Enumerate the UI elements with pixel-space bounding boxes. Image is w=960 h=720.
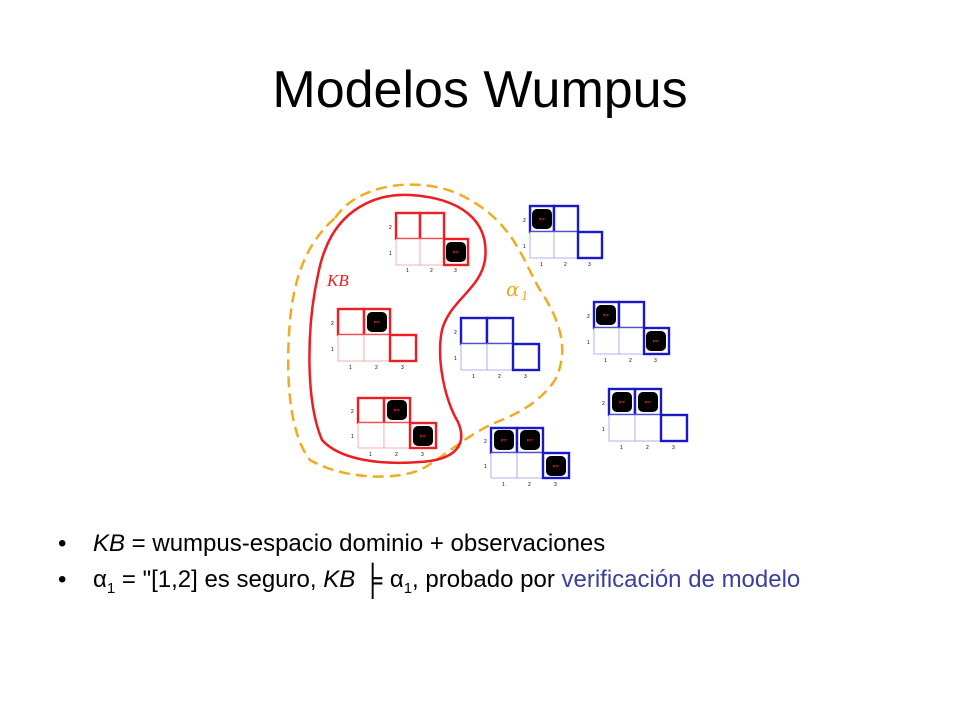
bullet-dot: • — [58, 530, 67, 557]
svg-text:1: 1 — [389, 251, 392, 257]
kb-model-2: 2 1 1 2 3 — [331, 307, 418, 371]
svg-text:1: 1 — [484, 464, 487, 470]
svg-text:2: 2 — [351, 409, 354, 415]
svg-text:3: 3 — [524, 374, 527, 380]
svg-text:1: 1 — [331, 347, 334, 353]
pit-icon — [446, 242, 466, 262]
outside-model-2: 2 1 1 2 3 — [587, 300, 671, 364]
svg-text:3: 3 — [554, 482, 557, 488]
alpha1-model: 2 1 1 2 3 — [454, 316, 541, 380]
alpha1-model-2: 2 1 1 2 3 — [484, 426, 571, 488]
svg-text:2: 2 — [528, 482, 531, 488]
svg-text:1: 1 — [523, 244, 526, 250]
pit-icon — [520, 430, 540, 450]
svg-text:3: 3 — [672, 445, 675, 451]
pit-icon — [387, 400, 407, 420]
svg-text:α: α — [506, 277, 520, 301]
svg-text:2: 2 — [646, 445, 649, 451]
pit-icon — [612, 392, 632, 412]
bullet-kb-definition: • KB = wumpus-espacio dominio + observac… — [58, 530, 606, 557]
pit-icon — [494, 430, 514, 450]
svg-text:2: 2 — [395, 452, 398, 458]
pit-icon — [638, 392, 658, 412]
svg-text:2: 2 — [602, 401, 605, 407]
pit-icon — [532, 209, 552, 229]
svg-text:2: 2 — [454, 330, 457, 336]
svg-text:2: 2 — [564, 262, 567, 268]
svg-text:2: 2 — [629, 358, 632, 364]
svg-text:2: 2 — [484, 439, 487, 445]
pit-icon — [546, 456, 566, 476]
svg-text:1: 1 — [540, 262, 543, 268]
bullet-dot: • — [58, 566, 67, 593]
svg-text:3: 3 — [654, 358, 657, 364]
svg-text:1: 1 — [406, 268, 409, 274]
outside-model-3: 2 1 1 2 3 — [602, 387, 689, 451]
outside-model-1: 2 1 1 2 3 — [523, 204, 604, 268]
kb-model-3: 2 1 1 2 3 — [351, 396, 438, 458]
svg-text:3: 3 — [454, 268, 457, 274]
svg-text:2: 2 — [375, 365, 378, 371]
pit-icon — [367, 312, 387, 332]
svg-text:3: 3 — [588, 262, 591, 268]
alpha1-label: α 1 — [506, 277, 529, 303]
svg-text:2: 2 — [331, 321, 334, 327]
model-checking-link[interactable]: verificación de modelo — [561, 566, 801, 593]
bullet-alpha-entailment: • α1 = "[1,2] es seguro, KB ╞ α1, probad… — [58, 564, 801, 597]
svg-text:2: 2 — [389, 225, 392, 231]
pit-icon — [596, 305, 616, 325]
svg-text:1: 1 — [454, 356, 457, 362]
svg-text:1: 1 — [472, 374, 475, 380]
pit-icon — [413, 426, 433, 446]
kb-boundary — [308, 193, 487, 465]
svg-text:1: 1 — [351, 434, 354, 440]
svg-text:1: 1 — [587, 340, 590, 346]
svg-text:1: 1 — [369, 452, 372, 458]
svg-text:1: 1 — [620, 445, 623, 451]
svg-text:1: 1 — [521, 289, 529, 303]
entails-symbol: ╞ — [362, 564, 383, 597]
svg-text:3: 3 — [401, 365, 404, 371]
kb-label: KB — [326, 271, 349, 290]
svg-text:2: 2 — [498, 374, 501, 380]
svg-text:3: 3 — [421, 452, 424, 458]
svg-text:1: 1 — [502, 482, 505, 488]
kb-model-1: 2 1 1 2 3 — [389, 211, 470, 274]
bullet-list: • KB = wumpus-espacio dominio + observac… — [58, 530, 920, 603]
svg-text:2: 2 — [523, 218, 526, 224]
svg-text:1: 1 — [349, 365, 352, 371]
svg-text:1: 1 — [602, 427, 605, 433]
svg-text:2: 2 — [587, 314, 590, 320]
svg-text:1: 1 — [604, 358, 607, 364]
pit-icon — [646, 331, 666, 351]
svg-text:2: 2 — [430, 268, 433, 274]
slide-title: Modelos Wumpus — [272, 61, 688, 119]
